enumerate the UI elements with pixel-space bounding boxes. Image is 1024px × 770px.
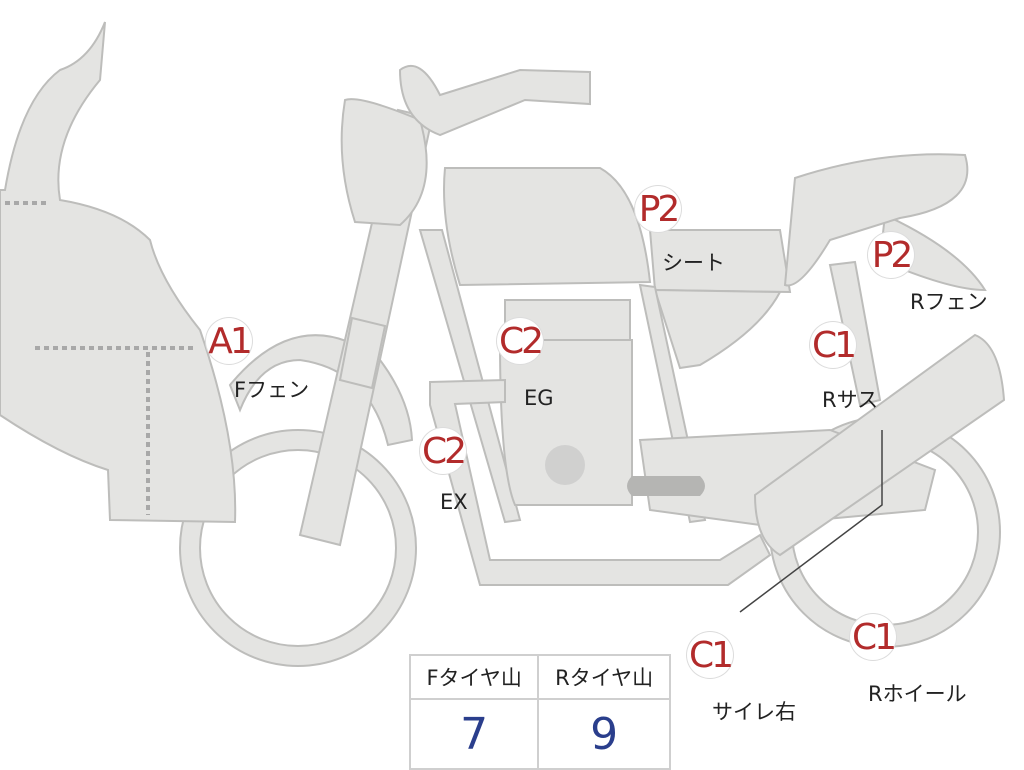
label-rear-fender: Rフェン — [910, 290, 988, 314]
label-seat: シート — [662, 251, 725, 275]
frame — [418, 229, 522, 524]
badge-c1-rear-wheel: C1 — [850, 614, 897, 660]
seat-front — [648, 229, 792, 294]
exhaust-pipe — [429, 378, 772, 586]
headlight — [340, 98, 428, 227]
badge-c1-rear-suspension: C1 — [810, 322, 857, 368]
badge-c2-engine: C2 — [497, 318, 544, 364]
handlebar — [398, 64, 591, 137]
label-front-fender: Fフェン — [234, 378, 310, 402]
muffler — [753, 333, 1006, 557]
badge-p2-seat: P2 — [635, 186, 681, 232]
footpeg — [627, 476, 705, 496]
badge-p2-rear-fender: P2 — [868, 232, 914, 278]
rear-tire-value: 9 — [537, 698, 671, 770]
side-panel — [653, 288, 782, 370]
label-rear-suspension: Rサス — [822, 388, 879, 412]
front-tire-header: Fタイヤ山 — [408, 654, 540, 700]
seat-rear — [783, 153, 969, 287]
front-tire-value: 7 — [408, 698, 540, 770]
badge-c1-silencer-right: C1 — [687, 632, 734, 678]
label-exhaust: EX — [440, 490, 468, 514]
tire-tread-table: Fタイヤ山 Rタイヤ山 7 9 — [408, 654, 671, 770]
fuel-tank — [443, 167, 652, 287]
label-rear-wheel: Rホイール — [868, 682, 967, 706]
rear-tire-header: Rタイヤ山 — [537, 654, 671, 700]
fairing — [0, 21, 237, 524]
label-engine: EG — [524, 386, 554, 410]
badge-c2-exhaust: C2 — [420, 428, 467, 474]
badge-a1-front-fender: A1 — [206, 318, 253, 364]
label-silencer-right: サイレ右 — [712, 700, 796, 724]
